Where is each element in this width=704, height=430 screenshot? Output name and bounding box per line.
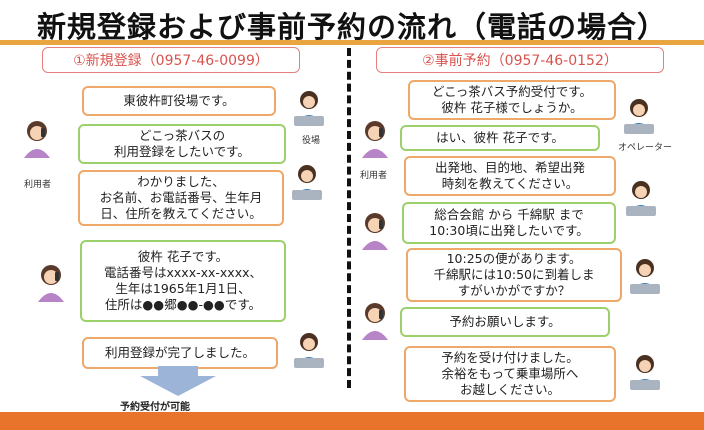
dialogue-text: はい、彼杵 花子です。 [436, 130, 564, 145]
section-header-registration: ①新規登録（0957-46-0099） [42, 47, 300, 73]
dialogue-text: 利用登録が完了しました。 [104, 345, 255, 360]
user-with-phone-icon [362, 121, 388, 158]
operator-icon [624, 99, 654, 134]
left-bubble-4: 彼杵 花子です。 電話番号はxxxx-xx-xxxx、 生年は1965年1月1日… [80, 240, 286, 322]
right-bubble-3: 出発地、目的地、希望出発 時刻を教えてください。 [404, 156, 616, 196]
dialogue-text: 総合会館 から 千綿駅 まで 10:30頃に出発したいです。 [429, 207, 589, 238]
operator-icon [626, 181, 656, 216]
left-bubble-2: どこっ茶バスの 利用登録をしたいです。 [78, 124, 286, 164]
title-bar: 新規登録および事前予約の流れ（電話の場合） [0, 0, 704, 46]
label-office: 役場 [302, 136, 321, 146]
user-with-phone-icon [38, 265, 64, 302]
user-with-phone-icon [24, 121, 50, 158]
dialogue-text: 予約を受け付けました。 余裕をもって乗車場所へ お越しください。 [441, 350, 579, 397]
office-staff-icon [294, 333, 324, 368]
reservation-available-note: 予約受付が可能 [120, 402, 190, 413]
dialogue-text: どこっ茶バスの 利用登録をしたいです。 [114, 128, 250, 159]
dialogue-text: どこっ茶バス予約受付です。 彼杵 花子様でしょうか。 [431, 84, 592, 115]
section-header-reservation: ②事前予約（0957-46-0152） [376, 47, 664, 73]
operator-icon [630, 355, 660, 390]
dialogue-text: 予約お願いします。 [449, 314, 561, 329]
left-bubble-1: 東彼杵町役場です。 [82, 86, 276, 116]
center-divider [347, 48, 351, 388]
office-staff-icon [294, 91, 324, 126]
right-bubble-2: はい、彼杵 花子です。 [400, 125, 600, 151]
user-with-phone-icon [362, 213, 388, 250]
dialogue-text: わかりました、 お名前、お電話番号、生年月 日、住所を教えてください。 [99, 174, 263, 221]
title-underline [0, 40, 704, 45]
dialogue-text: 10:25の便があります。 千綿駅には10:50に到着しま すがいかがですか？ [433, 251, 595, 298]
right-bubble-4: 総合会館 から 千綿駅 まで 10:30頃に出発したいです。 [402, 202, 616, 244]
label-user-left: 利用者 [24, 180, 52, 190]
operator-icon [630, 259, 660, 294]
page-title: 新規登録および事前予約の流れ（電話の場合） [36, 10, 667, 44]
dialogue-text: 彼杵 花子です。 電話番号はxxxx-xx-xxxx、 生年は1965年1月1日… [104, 249, 262, 312]
dialogue-text: 東彼杵町役場です。 [123, 93, 235, 108]
right-bubble-1: どこっ茶バス予約受付です。 彼杵 花子様でしょうか。 [408, 80, 616, 120]
office-staff-icon [292, 165, 322, 200]
label-operator: オペレーター [618, 143, 673, 153]
user-with-phone-icon [362, 303, 388, 340]
label-user-right: 利用者 [360, 171, 388, 181]
right-bubble-5: 10:25の便があります。 千綿駅には10:50に到着しま すがいかがですか？ [406, 248, 622, 302]
left-bubble-3: わかりました、 お名前、お電話番号、生年月 日、住所を教えてください。 [78, 170, 284, 226]
right-bubble-7: 予約を受け付けました。 余裕をもって乗車場所へ お越しください。 [404, 346, 616, 402]
down-arrow-icon [140, 376, 216, 396]
right-bubble-6: 予約お願いします。 [400, 307, 610, 337]
down-arrow-stem [158, 366, 198, 376]
dialogue-text: 出発地、目的地、希望出発 時刻を教えてください。 [434, 160, 585, 191]
footer-bar [0, 412, 704, 430]
left-bubble-5: 利用登録が完了しました。 [82, 337, 278, 369]
